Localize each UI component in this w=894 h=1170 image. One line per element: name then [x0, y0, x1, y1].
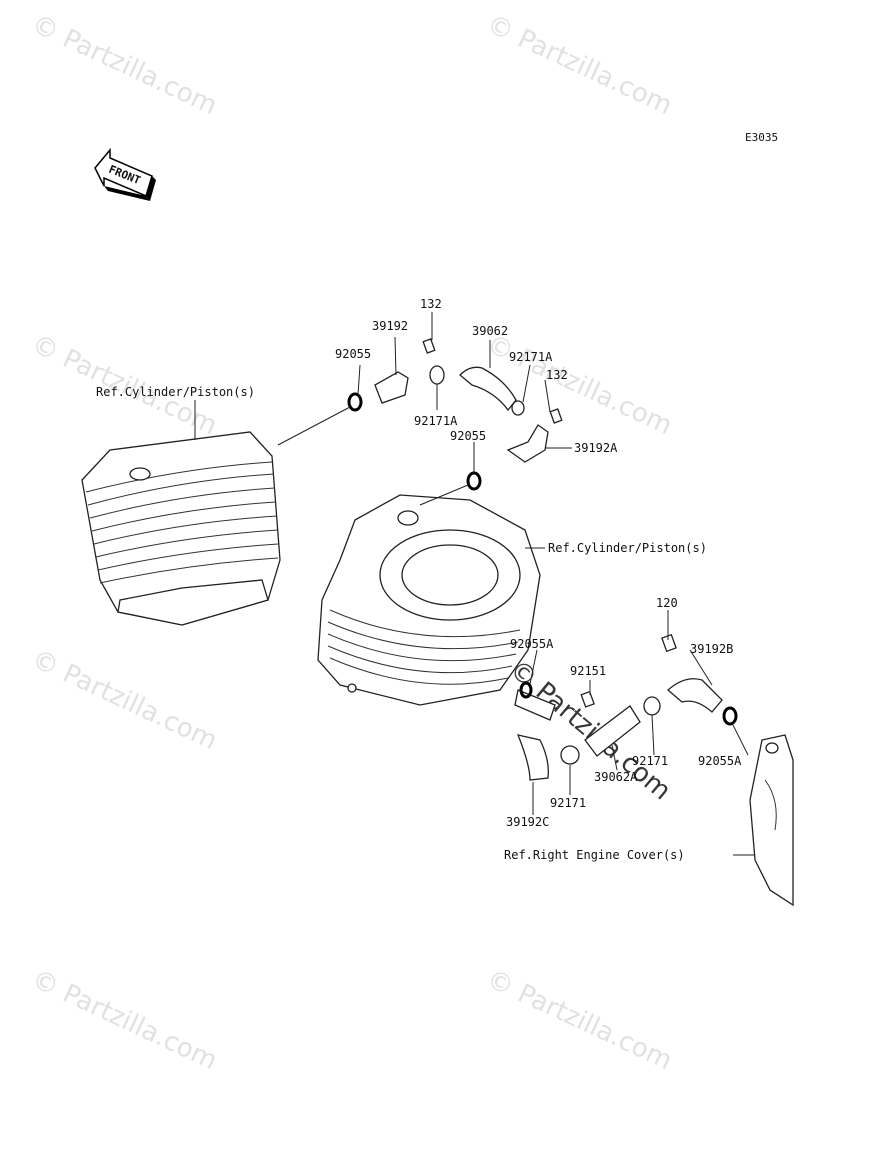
part-120: 120 — [656, 596, 678, 610]
upper-hose-assembly — [347, 338, 563, 491]
ref-cylinder-left: Ref.Cylinder/Piston(s) — [96, 385, 255, 399]
part-92055-mid: 92055 — [450, 429, 486, 443]
clamp-92171A-right — [511, 400, 525, 416]
fitting-39192 — [374, 371, 409, 404]
front-arrow-icon: FRONT — [94, 147, 156, 201]
oring-92055-top — [347, 392, 363, 412]
oring-92055-mid — [466, 471, 482, 491]
oring-92055A-right — [722, 706, 738, 726]
part-92171A-right: 92171A — [509, 350, 553, 364]
part-39192C: 39192C — [506, 815, 549, 829]
fitting-39192C — [516, 734, 549, 781]
fitting-39192A — [506, 424, 549, 463]
part-92055-top: 92055 — [335, 347, 371, 361]
leader-lines — [194, 312, 755, 856]
hose-39062 — [459, 366, 517, 412]
cylinder-left — [81, 431, 281, 626]
watermark-top-left: © Partzilla.com — [27, 9, 222, 121]
lower-hose-assembly — [514, 633, 738, 781]
oring-92055A-left — [519, 681, 533, 699]
part-39192B: 39192B — [690, 642, 733, 656]
watermark-top-right: © Partzilla.com — [482, 9, 677, 121]
part-92171A-low: 92171A — [414, 414, 458, 428]
part-92055A-left: 92055A — [510, 637, 554, 651]
watermark-bottom-left: © Partzilla.com — [27, 964, 222, 1076]
part-39192: 39192 — [372, 319, 408, 333]
fitting-39192B — [667, 678, 723, 713]
part-39062A: 39062A — [594, 770, 638, 784]
diagram-code: E3035 — [745, 131, 778, 144]
clamp-92171-low — [560, 745, 580, 765]
part-92151: 92151 — [570, 664, 606, 678]
ref-engine-cover: Ref.Right Engine Cover(s) — [504, 848, 685, 862]
watermark-mid-right: © Partzilla.com — [482, 329, 677, 441]
watermark-bottom-right: © Partzilla.com — [482, 964, 677, 1076]
cylinder-right — [317, 494, 541, 706]
part-39062: 39062 — [472, 324, 508, 338]
ref-cylinder-right: Ref.Cylinder/Piston(s) — [548, 541, 707, 555]
part-132-top: 132 — [420, 297, 442, 311]
hose-39062A — [584, 705, 641, 757]
watermark-lower-left: © Partzilla.com — [27, 644, 222, 756]
part-132-right: 132 — [546, 368, 568, 382]
part-39192A: 39192A — [574, 441, 618, 455]
part-92171-right: 92171 — [632, 754, 668, 768]
part-92171-low: 92171 — [550, 796, 586, 810]
engine-cover-right — [749, 734, 794, 907]
clamp-92171-right — [643, 696, 661, 716]
clamp-92171A-low — [429, 365, 445, 385]
part-92055A-right: 92055A — [698, 754, 742, 768]
